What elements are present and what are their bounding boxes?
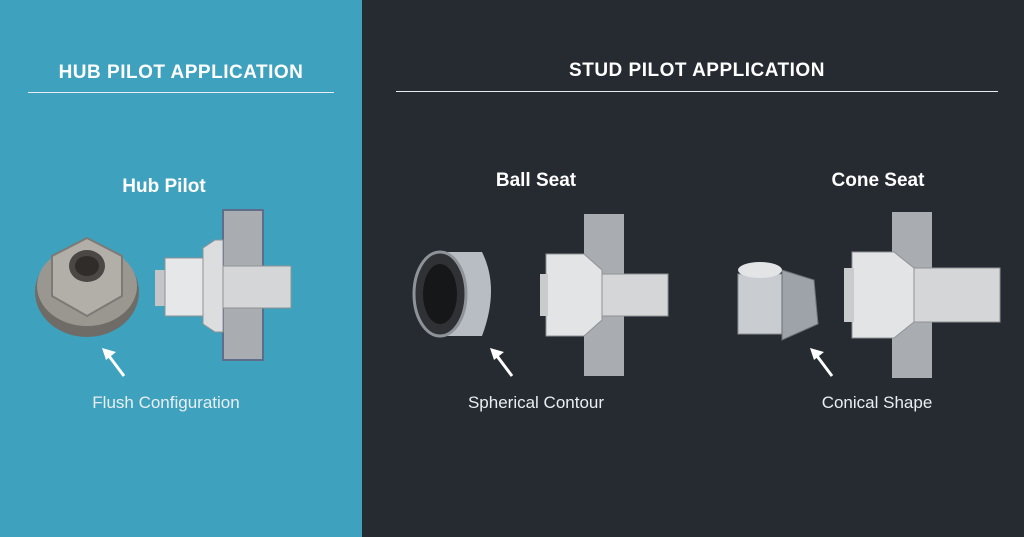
cone-seat-nut-image — [734, 256, 824, 346]
hub-pilot-caption: Flush Configuration — [50, 393, 282, 413]
arrow-icon — [808, 346, 838, 380]
cone-seat-caption: Conical Shape — [774, 393, 980, 413]
flange-nut-image — [30, 220, 150, 340]
ball-seat-nut-image — [412, 248, 502, 343]
cone-seat-cross-section — [844, 212, 1002, 380]
hub-pilot-subheading: Hub Pilot — [84, 176, 244, 198]
ball-seat-cross-section — [540, 214, 670, 379]
cone-seat-subheading: Cone Seat — [798, 170, 958, 192]
stud-pilot-heading: STUD PILOT APPLICATION — [396, 60, 998, 82]
hub-heading-divider — [28, 92, 334, 93]
hub-pilot-heading: HUB PILOT APPLICATION — [28, 62, 334, 84]
stud-pilot-panel: STUD PILOT APPLICATION Ball Seat Cone Se… — [362, 0, 1024, 537]
stud-heading-divider — [396, 91, 998, 92]
hub-pilot-panel: HUB PILOT APPLICATION Hub Pilot Flush Co… — [0, 0, 362, 537]
arrow-icon — [100, 346, 130, 380]
ball-seat-caption: Spherical Contour — [426, 393, 646, 413]
ball-seat-subheading: Ball Seat — [456, 170, 616, 192]
hub-pilot-cross-section — [155, 210, 305, 365]
arrow-icon — [488, 346, 518, 380]
